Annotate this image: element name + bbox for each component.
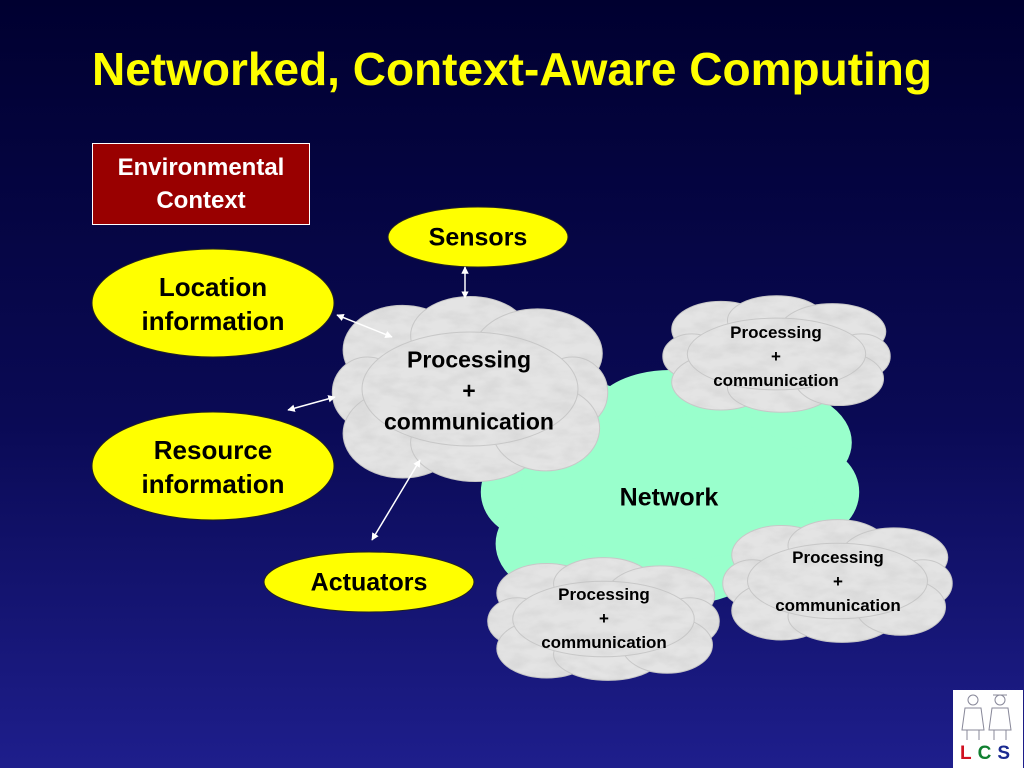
cloud-lobe: [512, 580, 695, 658]
actuators-label: Actuators: [310, 568, 428, 597]
processing-label-3: Processing + communication: [541, 583, 667, 655]
processing-label-1: Processing + communication: [713, 321, 839, 393]
network-label: Network: [619, 483, 719, 512]
figures-drawing: [961, 694, 1012, 740]
communication-line: communication: [775, 596, 901, 615]
plus-line: +: [599, 609, 609, 628]
plus-line: +: [833, 572, 843, 591]
actuators-ellipse: [263, 551, 475, 613]
processing-cloud-1: [662, 295, 891, 413]
processing-cloud-2: [722, 519, 953, 643]
processing-line: Processing: [792, 548, 884, 567]
location-arrow: [336, 314, 393, 338]
processing-line: Processing: [558, 585, 650, 604]
processing-line: Processing: [407, 346, 531, 373]
resource-ellipse: [91, 411, 335, 521]
processing-line: Processing: [730, 323, 822, 342]
plus-line: +: [462, 377, 476, 404]
logo-c: C: [977, 743, 998, 764]
cloud-lobe: [686, 317, 867, 391]
sensors-label: Sensors: [428, 223, 528, 252]
processing-label-2: Processing + communication: [775, 546, 901, 618]
slide-title: Networked, Context-Aware Computing: [92, 43, 932, 95]
communication-line: communication: [384, 408, 554, 435]
cloud-lobe: [521, 415, 819, 560]
logo-s: S: [997, 743, 1017, 764]
communication-line: communication: [541, 633, 667, 652]
sensors-ellipse: [387, 206, 569, 268]
location-label: Location information: [141, 272, 285, 336]
lcs-logo: LCS: [953, 690, 1023, 768]
resource-arrow: [287, 395, 336, 412]
cloud-lobe: [361, 331, 579, 447]
processing-cloud-3: [487, 557, 720, 681]
cloud-lobe: [747, 542, 928, 620]
actuators-arrow: [371, 459, 421, 541]
environmental-context-box: Environmental Context: [92, 143, 310, 225]
main-processing-label: Processing + communication: [384, 345, 554, 438]
communication-line: communication: [713, 371, 839, 390]
location-ellipse: [91, 248, 335, 358]
logo-l: L: [959, 743, 978, 764]
plus-line: +: [771, 347, 781, 366]
environmental-context-label: Environmental Context: [117, 154, 285, 214]
resource-label: Resource information: [141, 435, 285, 499]
